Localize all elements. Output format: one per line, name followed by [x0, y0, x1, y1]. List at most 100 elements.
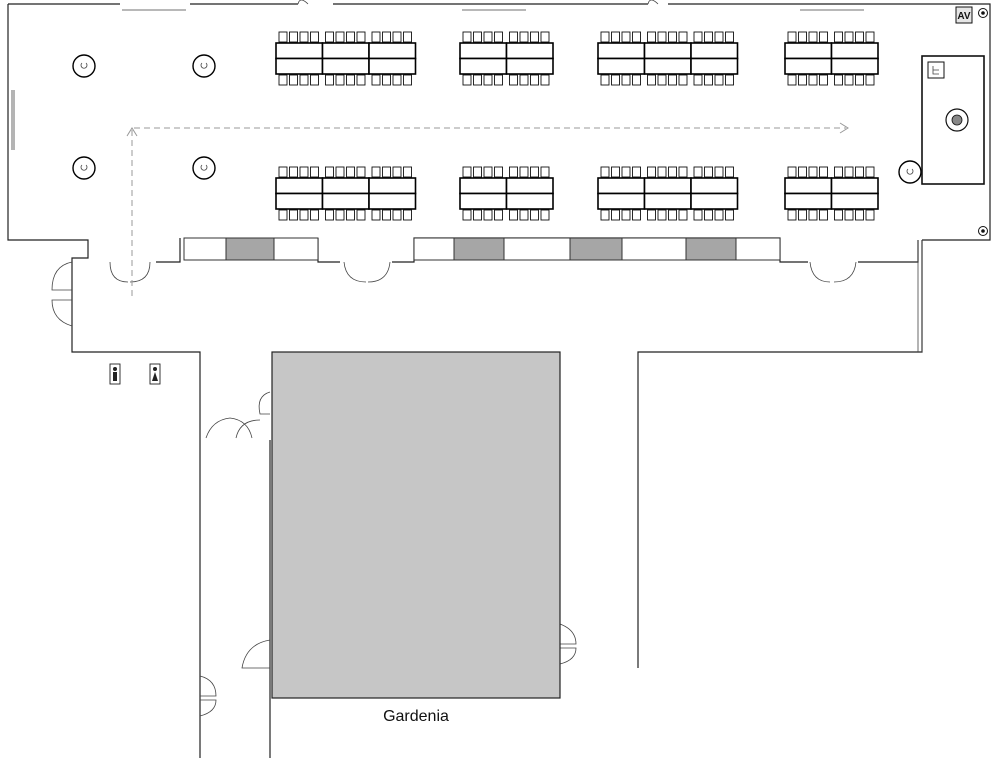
chair	[647, 166, 656, 178]
chair	[346, 31, 355, 43]
door-swing-icon	[241, 639, 271, 669]
chair	[647, 31, 656, 43]
banquet-table	[830, 42, 879, 60]
banquet-table	[830, 192, 879, 210]
path-arrow-icon	[126, 122, 849, 296]
chair	[855, 209, 864, 221]
chair	[299, 209, 309, 221]
banquet-table	[830, 177, 879, 195]
chair	[678, 209, 688, 221]
chair	[540, 31, 550, 43]
chair	[787, 166, 797, 178]
chair	[704, 74, 713, 86]
av-area	[921, 55, 985, 185]
window-panels	[183, 237, 781, 261]
chair	[335, 209, 345, 221]
chair	[403, 166, 412, 178]
banquet-table	[597, 57, 646, 75]
chair	[808, 31, 818, 43]
chair	[325, 209, 334, 221]
chair	[335, 74, 345, 86]
chair	[335, 166, 345, 178]
door-swing-icon	[809, 261, 857, 283]
banquet-table	[597, 42, 646, 60]
chair	[844, 74, 854, 86]
columns	[72, 54, 922, 184]
door-swing-icon	[258, 391, 271, 415]
banquet-table	[643, 42, 692, 60]
chair	[865, 74, 875, 86]
chair	[714, 31, 724, 43]
chair	[289, 166, 298, 178]
chair	[540, 74, 550, 86]
chair	[714, 166, 724, 178]
chair	[725, 209, 734, 221]
banquet-table	[690, 42, 739, 60]
chair	[346, 166, 355, 178]
banquet-table	[505, 57, 554, 75]
banquet-table	[459, 192, 508, 210]
column-icon	[72, 54, 96, 78]
banquet-table	[505, 192, 554, 210]
chair	[278, 31, 288, 43]
chair	[808, 74, 818, 86]
av-label: AV	[957, 11, 970, 22]
chair	[704, 209, 713, 221]
banquet-tables	[275, 31, 879, 221]
chair	[371, 74, 381, 86]
chair	[855, 74, 864, 86]
banquet-table	[690, 177, 739, 195]
chair	[855, 31, 864, 43]
chair	[530, 74, 539, 86]
banquet-table	[368, 42, 417, 60]
door-swing-icon	[559, 623, 577, 665]
chair	[289, 74, 298, 86]
column-icon	[192, 54, 216, 78]
chair	[509, 166, 518, 178]
chair	[678, 31, 688, 43]
chair	[600, 209, 610, 221]
chair	[865, 166, 875, 178]
chair	[647, 209, 656, 221]
chair	[530, 209, 539, 221]
chair	[371, 166, 381, 178]
chair	[371, 209, 381, 221]
outlet-icon	[978, 8, 988, 236]
chair	[798, 31, 807, 43]
chair	[473, 209, 482, 221]
banquet-table	[690, 57, 739, 75]
chair	[371, 31, 381, 43]
banquet-table	[784, 177, 833, 195]
banquet-table	[275, 177, 324, 195]
chair	[611, 31, 620, 43]
banquet-table	[321, 177, 370, 195]
column-icon	[898, 160, 922, 184]
door-swing-icon	[109, 261, 151, 283]
chair	[540, 209, 550, 221]
chair	[519, 74, 529, 86]
chair	[632, 74, 641, 86]
chair	[519, 209, 529, 221]
banquet-table	[368, 57, 417, 75]
chair	[844, 209, 854, 221]
banquet-table	[643, 192, 692, 210]
door-swing-icon	[51, 261, 73, 327]
chair	[855, 166, 864, 178]
chair	[834, 31, 843, 43]
banquet-table	[643, 57, 692, 75]
chair	[808, 209, 818, 221]
chair	[392, 209, 402, 221]
ballroom-walls	[7, 3, 991, 758]
chair	[530, 166, 539, 178]
chair	[278, 209, 288, 221]
chair	[834, 209, 843, 221]
chair	[819, 209, 828, 221]
chair	[403, 209, 412, 221]
chair	[278, 166, 288, 178]
chair	[844, 166, 854, 178]
chair	[834, 74, 843, 86]
banquet-table	[597, 177, 646, 195]
chair	[714, 74, 724, 86]
chair	[462, 209, 472, 221]
chair	[299, 31, 309, 43]
